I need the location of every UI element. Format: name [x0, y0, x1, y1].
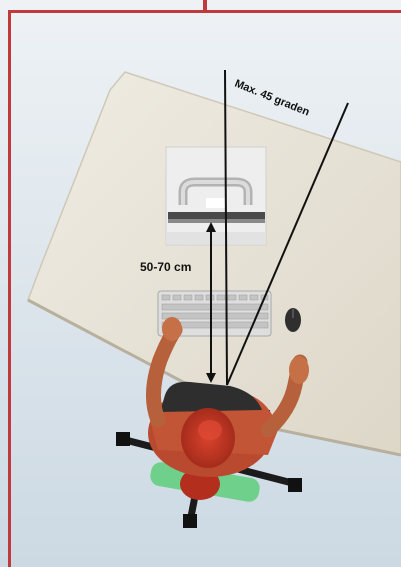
monitor: [166, 147, 266, 245]
distance-label: 50-70 cm: [140, 260, 191, 274]
frame-border-top-tab: [203, 0, 207, 12]
frame-border-left: [8, 10, 11, 567]
mouse: [285, 308, 301, 332]
